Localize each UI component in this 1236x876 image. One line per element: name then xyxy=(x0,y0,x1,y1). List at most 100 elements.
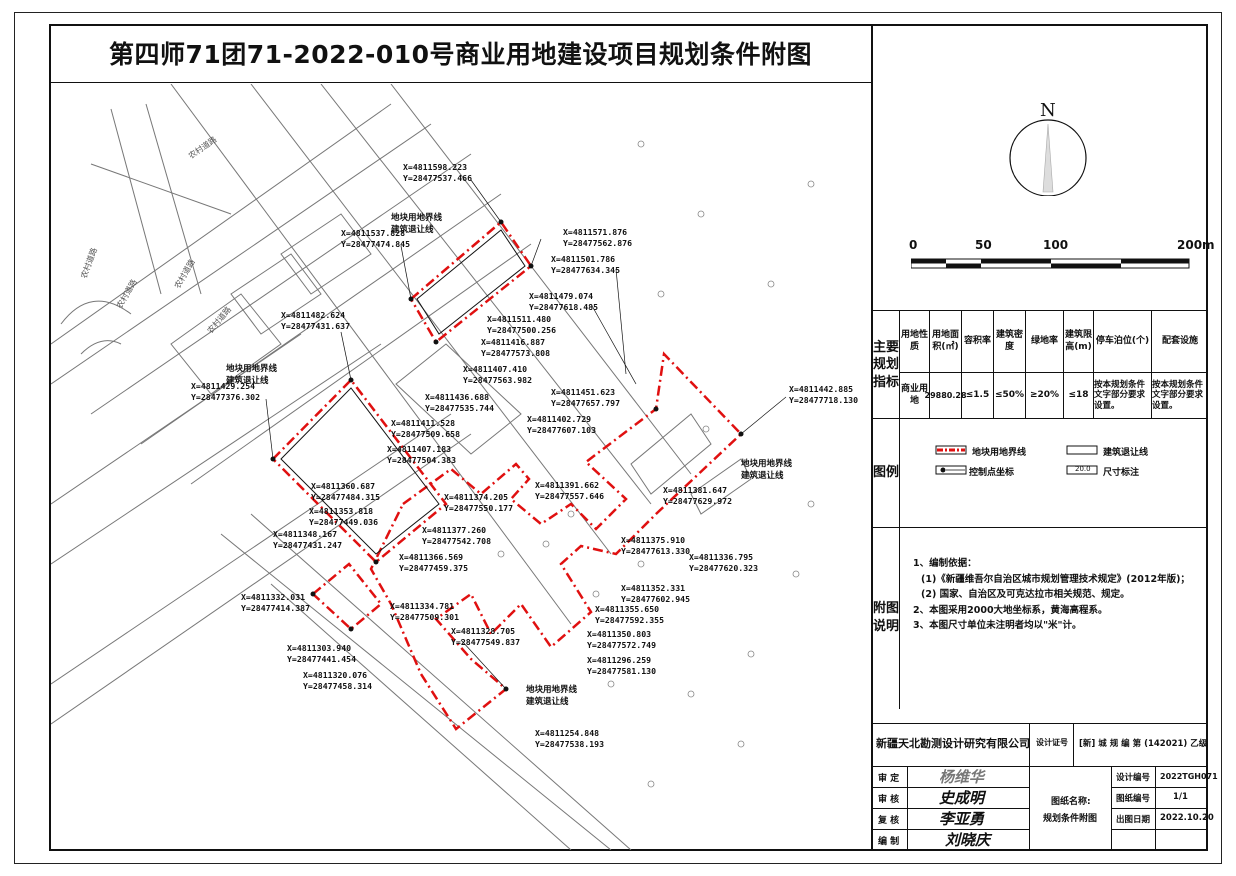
cert-label: 设计证号 xyxy=(1036,738,1068,747)
legend-label: 尺寸标注 xyxy=(1103,468,1140,478)
coord-x: X=4811411.528 xyxy=(391,418,455,428)
coord-y: Y=28477535.744 xyxy=(425,403,494,413)
outer-frame xyxy=(14,12,1222,864)
coord-x: X=4811598.223 xyxy=(403,162,467,172)
scale-label: 50 xyxy=(975,238,992,252)
coord-x: X=4811501.786 xyxy=(551,254,615,264)
road-label: 农村道路 xyxy=(114,277,139,310)
coord-x: X=4811352.331 xyxy=(621,583,685,593)
note-line: (1)《新疆维吾尔自治区城市规划管理技术规定》(2012年版)； xyxy=(921,573,1190,585)
note-line: (2) 国家、自治区及可克达拉市相关规范、规定。 xyxy=(921,589,1130,600)
indicator-header: 用地性质 xyxy=(900,330,928,352)
coord-x: X=4811334.781 xyxy=(390,601,454,611)
indicator-header: 配套设施 xyxy=(1161,335,1198,346)
coord-x: X=4811374.205 xyxy=(444,492,508,502)
coord-x: X=4811375.910 xyxy=(621,535,685,545)
line-label: 建筑退让线 xyxy=(525,696,569,707)
coord-x: X=4811391.662 xyxy=(535,480,599,490)
coord-x: X=4811429.254 xyxy=(191,381,255,391)
indicators-side-label: 主要规划指标 xyxy=(873,339,900,390)
coord-y: Y=28477484.315 xyxy=(311,492,380,502)
coord-y: Y=28477414.387 xyxy=(241,603,310,613)
design-no-label: 设计编号 xyxy=(1116,773,1151,783)
setback-lines xyxy=(280,229,526,555)
role-label: 编 制 xyxy=(878,837,900,847)
signature: 刘晓庆 xyxy=(945,831,991,849)
coord-x: X=4811303.940 xyxy=(287,643,351,653)
coord-y: Y=28477557.646 xyxy=(535,491,604,501)
scale-label: 0 xyxy=(909,238,918,252)
coord-x: X=4811451.623 xyxy=(551,387,615,397)
indicator-value: 按本规划条件文字部分要求设置。 xyxy=(1094,379,1146,411)
line-label: 建筑退让线 xyxy=(225,375,269,386)
road-labels: 农村道路 农村道路 农村道路 农村道路 农村道路 xyxy=(78,134,233,335)
coord-x: X=4811377.260 xyxy=(422,525,486,535)
coord-x: X=4811407.410 xyxy=(463,364,527,374)
line-label: 建筑退让线 xyxy=(390,224,434,235)
coord-y: Y=28477449.036 xyxy=(309,517,378,527)
coord-y: Y=28477474.845 xyxy=(341,239,410,249)
cert-value: [新] 城 规 编 第 (142021) 乙级 xyxy=(1079,739,1208,749)
notes-block: 1、编制依据： (1)《新疆维吾尔自治区城市规划管理技术规定》(2012年版)；… xyxy=(913,556,1190,634)
map-panel-divider xyxy=(871,24,873,851)
design-no: 2022TGH071 xyxy=(1160,772,1218,781)
coord-x: X=4811416.887 xyxy=(481,337,545,347)
road-label: 农村道路 xyxy=(172,257,197,290)
coord-x: X=4811350.803 xyxy=(587,629,651,639)
coord-x: X=4811328.705 xyxy=(451,626,515,636)
coord-x: X=4811402.729 xyxy=(527,414,591,424)
map-area[interactable]: 农村道路 农村道路 农村道路 农村道路 农村道路 地块用地界线 建筑退让线 地块… xyxy=(51,84,871,850)
notes-side-label: 附图说明 xyxy=(873,601,900,634)
coord-y: Y=28477537.466 xyxy=(403,173,472,183)
line-label: 地块用地界线 xyxy=(526,684,578,695)
coord-y: Y=28477431.637 xyxy=(281,321,350,331)
coord-y: Y=28477572.749 xyxy=(587,640,656,650)
drawing-name: 规划条件附图 xyxy=(1043,814,1098,824)
coord-y: Y=28477629.972 xyxy=(663,496,732,506)
legend-setback-swatch xyxy=(1066,445,1098,455)
coord-y: Y=28477562.876 xyxy=(563,238,632,248)
coord-x: X=4811381.647 xyxy=(663,485,727,495)
coord-x: X=4811332.031 xyxy=(241,592,305,602)
indicator-value: 按本规划条件文字部分要求设置。 xyxy=(1152,379,1204,411)
coord-y: Y=28477592.355 xyxy=(595,615,664,625)
legend-boundary-swatch xyxy=(935,445,967,455)
line-label: 建筑退让线 xyxy=(740,470,784,481)
coord-x: X=4811537.828 xyxy=(341,228,405,238)
sheet-no: 1/1 xyxy=(1173,792,1188,802)
date-value: 2022.10.20 xyxy=(1160,813,1214,823)
road-lines xyxy=(51,84,692,850)
coord-y: Y=28477538.193 xyxy=(535,739,604,749)
coord-y: Y=28477634.345 xyxy=(551,265,620,275)
legend-label: 控制点坐标 xyxy=(969,468,1015,478)
line-label: 地块用地界线 xyxy=(741,458,793,469)
north-label: N xyxy=(1040,100,1056,121)
note-line: 1、编制依据： xyxy=(913,558,977,569)
indicator-header: 停车泊位(个) xyxy=(1095,335,1150,346)
coord-y: Y=28477657.797 xyxy=(551,398,620,408)
site-plan-svg[interactable]: 农村道路 农村道路 农村道路 农村道路 农村道路 地块用地界线 建筑退让线 地块… xyxy=(51,84,871,850)
coord-x: X=4811296.259 xyxy=(587,655,651,665)
indicator-header: 绿地率 xyxy=(1030,335,1058,346)
coord-y: Y=28477504.383 xyxy=(387,455,456,465)
road-label: 农村道路 xyxy=(78,246,98,279)
coord-y: Y=28477509.301 xyxy=(390,612,459,622)
coord-x: X=4811407.183 xyxy=(387,444,451,454)
coord-y: Y=28477509.658 xyxy=(391,429,460,439)
coord-y: Y=28477563.982 xyxy=(463,375,532,385)
indicator-header: 用地面积(㎡) xyxy=(931,330,959,352)
building-outlines xyxy=(60,213,752,515)
coord-y: Y=28477376.302 xyxy=(191,392,260,402)
terrain-symbols xyxy=(497,140,815,788)
scale-label: 100 xyxy=(1043,238,1069,252)
title-panel: N 0 50 100 200m 主要规划指标 用地性质 用地面积(㎡) 容积率 … xyxy=(873,24,1218,851)
signature: 李亚勇 xyxy=(939,810,985,828)
indicator-value: 29880.28 xyxy=(924,390,967,400)
road-label: 农村道路 xyxy=(186,134,218,161)
coord-x: X=4811254.848 xyxy=(535,728,599,738)
coord-y: Y=28477459.375 xyxy=(399,563,468,573)
date-label: 出图日期 xyxy=(1116,815,1151,825)
indicator-header: 容积率 xyxy=(963,335,991,346)
coord-x: X=4811482.624 xyxy=(281,310,345,320)
coord-y: Y=28477718.130 xyxy=(789,395,858,405)
